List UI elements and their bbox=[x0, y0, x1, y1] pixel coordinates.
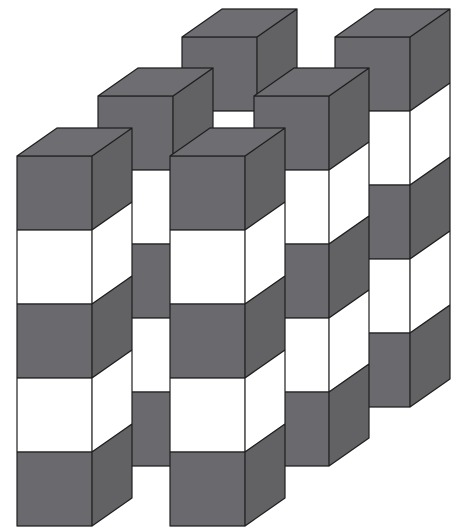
cube-front-face bbox=[17, 156, 92, 230]
cube-front-face bbox=[170, 304, 245, 378]
cube-front-face bbox=[17, 304, 92, 378]
cube-front-face bbox=[170, 230, 245, 304]
cube-front-face bbox=[170, 156, 245, 230]
front-left-stack bbox=[17, 128, 132, 526]
cube-front-face bbox=[17, 378, 92, 452]
cube-front-face bbox=[170, 452, 245, 526]
cube-front-face bbox=[17, 452, 92, 526]
cube-front-face bbox=[170, 378, 245, 452]
cube-front-face bbox=[17, 230, 92, 304]
front-center-stack bbox=[170, 128, 285, 526]
